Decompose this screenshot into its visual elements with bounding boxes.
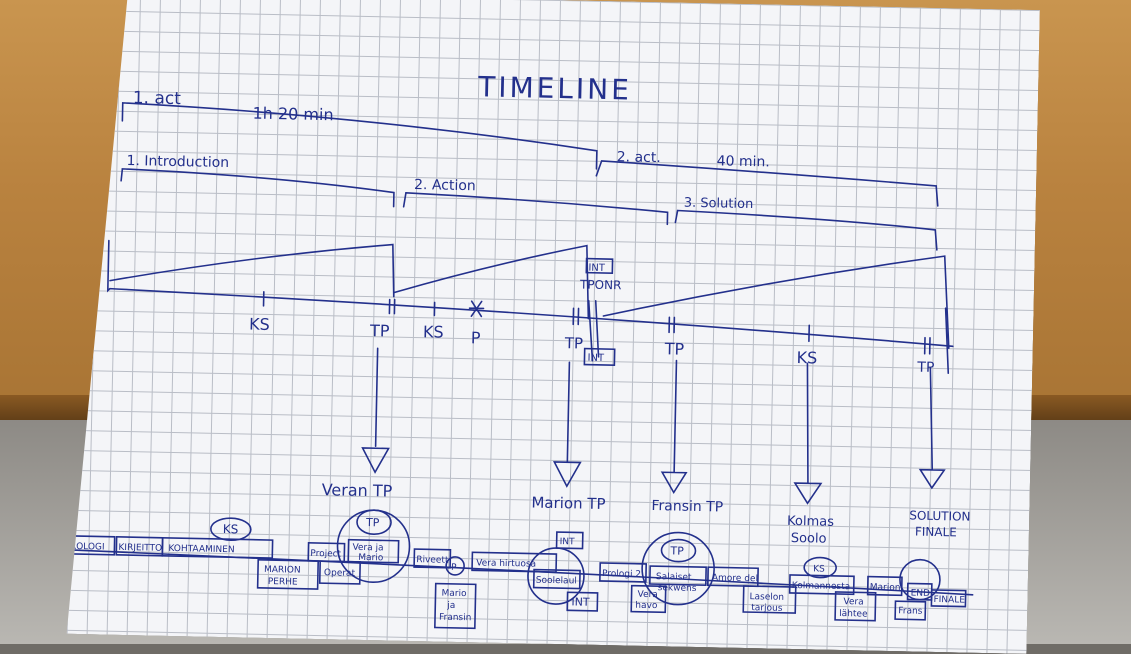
scene-vera-mario-2: Mario: [358, 553, 384, 564]
scene-prologi: PROLOGI: [67, 542, 105, 553]
scene-kirjeitto: KIRJEITTO: [118, 543, 162, 554]
scene-vera-lahtee-1: Vera: [843, 597, 863, 607]
act2-brace: [596, 161, 939, 206]
timeline-drawing: TIMELINE 1. act 1h 20 min 2. act. 40 min…: [67, 0, 1040, 654]
marker-p: P: [471, 328, 481, 347]
scene-int-upper: INT: [560, 537, 576, 547]
scene-kohtaaminen: KOHTAAMINEN: [168, 544, 234, 555]
scene-marion-end: Marion: [870, 583, 901, 594]
veran-tp-label: Veran TP: [321, 480, 392, 500]
tension-curve-2: [393, 242, 589, 319]
scene-vera-havo-1: Vera: [637, 590, 657, 600]
marker-ks-1: KS: [249, 315, 270, 334]
scene-mario-fransin-3: Fransin: [439, 613, 472, 624]
scene-vera-hirtuosa: Vera hirtuosa: [476, 558, 536, 569]
scene-salaiset: Salaiset: [656, 572, 692, 583]
solution-label: 3. Solution: [684, 196, 754, 212]
scene-project: Project: [310, 549, 341, 560]
action-label: 2. Action: [414, 177, 476, 194]
kolmas-label-2: Soolo: [791, 531, 827, 547]
scene-kolmannesta: Kolmannesta: [792, 581, 851, 592]
scene-vera-mario-1: Vera ja: [352, 543, 383, 554]
scene-ks-circle-1: KS: [223, 522, 239, 536]
scene-marion-perhe-2: PERHE: [268, 577, 298, 588]
solution-finale-1: SOLUTION: [909, 508, 971, 523]
marker-tponr: TPONR: [579, 277, 622, 292]
scene-laselon-2: tarjous: [751, 603, 783, 614]
scene-amore-del: Amore del: [712, 573, 758, 584]
page-title: TIMELINE: [477, 70, 632, 106]
marion-tp-label: Marion TP: [531, 494, 606, 514]
scene-vera-havo-2: havo: [635, 601, 658, 611]
scene-vera-lahtee-2: lähtee: [839, 609, 868, 620]
marker-tp-3: TP: [664, 339, 685, 358]
scene-riveett: Riveett: [416, 555, 449, 566]
act1-label: 1. act: [133, 88, 182, 109]
action-brace: [403, 193, 667, 225]
scene-finale-box: FINALE: [933, 595, 965, 606]
introduction-label: 1. Introduction: [126, 153, 229, 171]
scene-mario-fransin-1: Mario: [441, 589, 467, 600]
act2-label: 2. act.: [617, 149, 661, 166]
scene-frans: Frans: [898, 606, 923, 617]
tension-curve-1: [110, 239, 395, 297]
introduction-brace: [121, 169, 395, 207]
act2-duration: 40 min.: [716, 153, 769, 170]
tension-curve-3: [603, 249, 951, 348]
marker-tp-4: TP: [916, 360, 934, 376]
scene-operat: Operat: [324, 568, 356, 579]
act1-duration: 1h 20 min: [252, 104, 333, 125]
solution-finale-2: FINALE: [915, 525, 957, 540]
scene-mario-fransin-2: ja: [446, 601, 455, 611]
kolmas-label-1: Kolmas: [787, 514, 834, 530]
fransin-tp-label: Fransin TP: [651, 498, 723, 515]
scene-ks-circle-2: KS: [813, 564, 825, 574]
marker-tp-1: TP: [369, 321, 390, 340]
marker-tp-2: TP: [564, 334, 584, 352]
scene-end-box: END: [911, 588, 931, 598]
act1-brace: [122, 103, 598, 169]
scene-prologi2: Prologi 2: [602, 569, 641, 580]
marker-int-mid: INT: [587, 353, 605, 364]
marker-ks-2: KS: [423, 322, 444, 341]
scene-tp-circle-2: TP: [669, 544, 684, 557]
scene-int-lower: INT: [571, 595, 590, 608]
marker-ks-3: KS: [796, 348, 817, 367]
scene-soolelaul: Soolelaul: [536, 576, 577, 587]
marker-int-top: INT: [588, 263, 606, 274]
scene-sekwens: sekwens: [658, 583, 697, 594]
scene-p-circle: P: [451, 563, 457, 573]
scene-tp-circle-1: TP: [365, 516, 380, 529]
solution-brace: [675, 210, 938, 249]
main-axis: [107, 241, 955, 347]
scene-marion-perhe-1: MARION: [264, 565, 301, 576]
scene-laselon-1: Laselon: [749, 592, 784, 603]
notebook-page: TIMELINE 1. act 1h 20 min 2. act. 40 min…: [67, 0, 1040, 654]
